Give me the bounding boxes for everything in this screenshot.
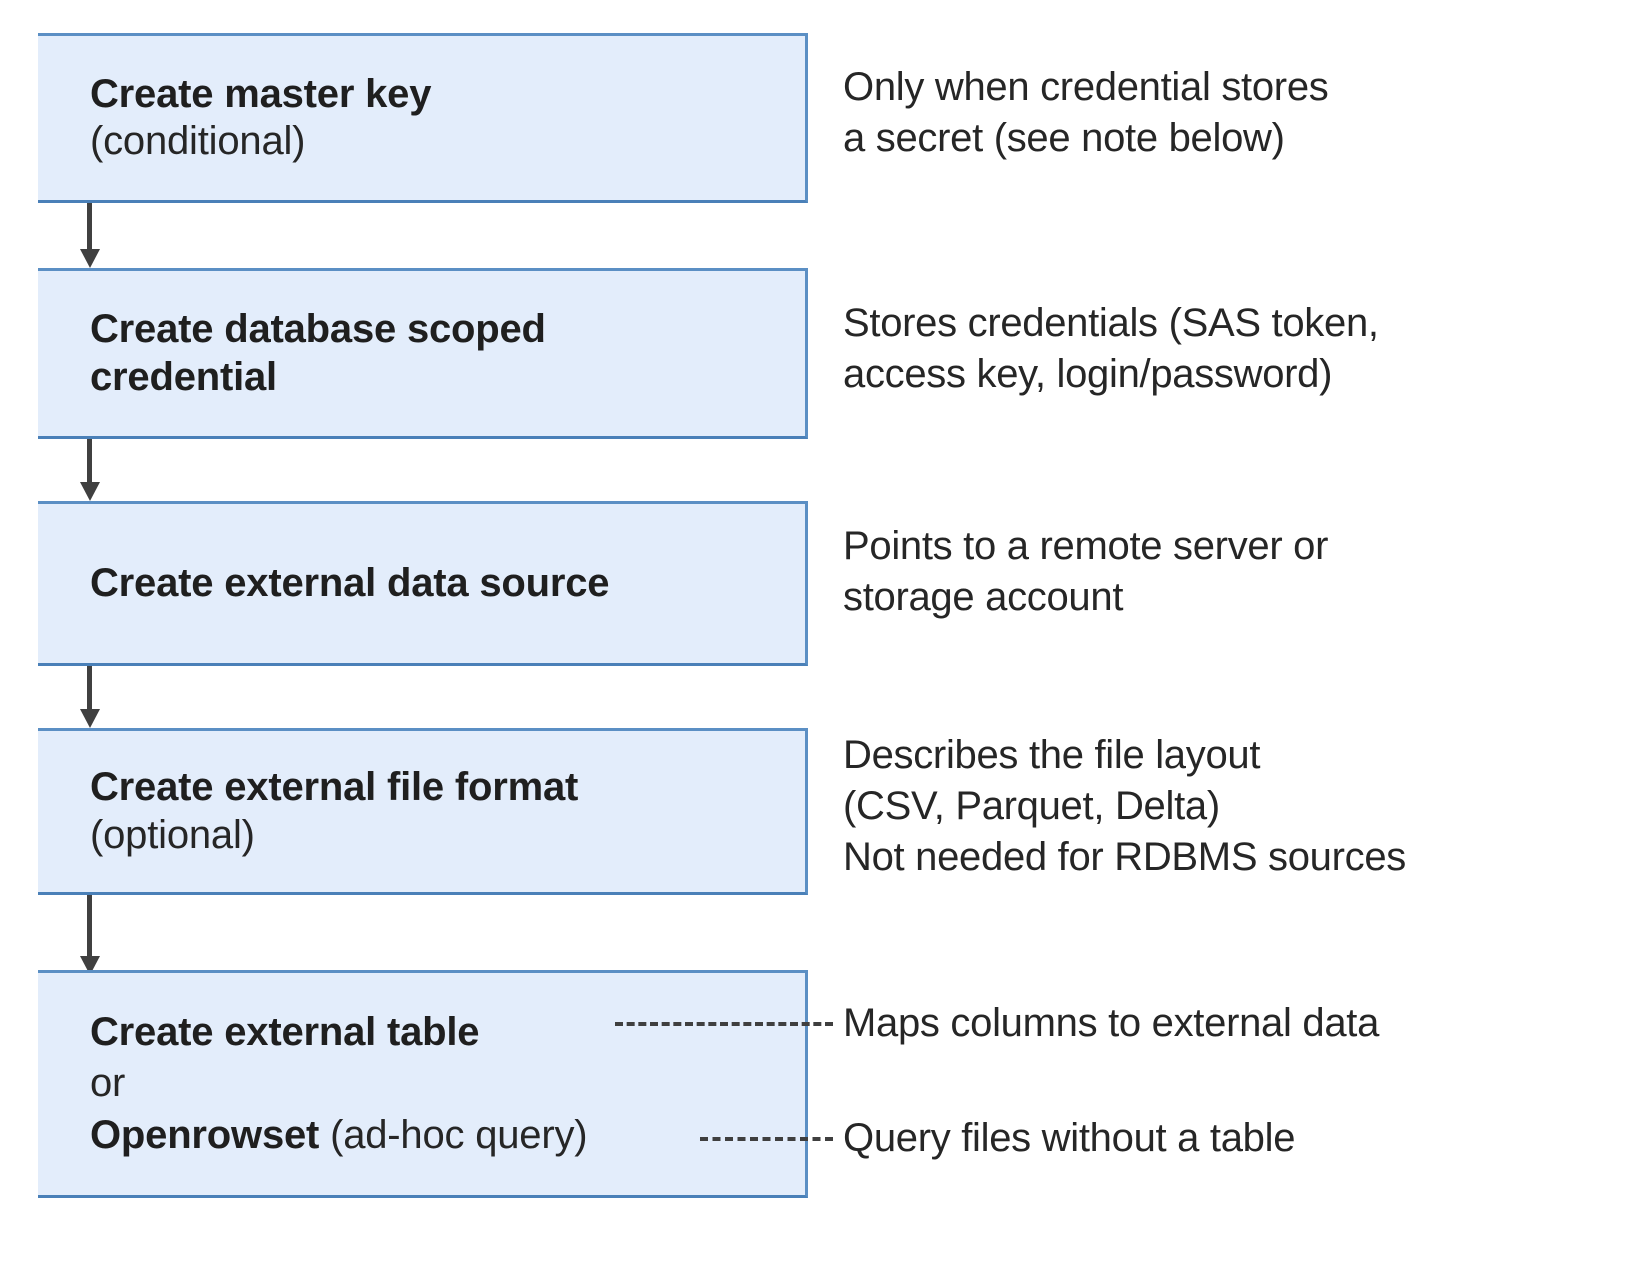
description-openrowset: Query files without a table [843,1113,1295,1164]
step-content: Create master key (conditional) [38,71,805,165]
step-line-create-external-table: Create external table [90,1007,789,1058]
step-content: Create external file format (optional) [38,764,805,858]
description-line: Maps columns to external data [843,1001,1380,1045]
arrow-connector-2 [80,439,100,501]
description-create-external-table: Maps columns to external data [843,998,1379,1049]
arrow-connector-4 [80,895,100,975]
step-title: Create external table [90,1010,480,1055]
arrow-head-icon [80,482,100,501]
step-content: Create external table or Openrowset (ad-… [38,1007,805,1161]
step-content: Create external data source [38,560,805,607]
step-subtitle-openrowset: (ad-hoc query) [319,1112,588,1157]
step-title: Create database scoped [90,307,546,352]
description-line: Points to a remote server or [843,524,1329,568]
step-content: Create database scoped credential [38,306,805,400]
step-title: Create external file format [90,765,579,810]
step-line-or: or [90,1061,126,1106]
arrow-connector-1 [80,203,100,268]
description-line: Only when credential stores [843,65,1329,109]
arrow-shaft [87,203,92,249]
description-line: Query files without a table [843,1116,1296,1160]
step-box-create-external-file-format[interactable]: Create external file format (optional) [38,728,808,895]
description-line: access key, login/password) [843,352,1333,397]
step-subtitle: (conditional) [90,119,306,163]
step-title: Create external data source [90,560,610,605]
description-line: (CSV, Parquet, Delta) [843,784,1220,829]
step-box-create-master-key[interactable]: Create master key (conditional) [38,33,808,203]
step-line-openrowset: Openrowset (ad-hoc query) [90,1110,789,1161]
description-create-external-data-source: Points to a remote server or storage acc… [843,521,1328,623]
dashed-leader-openrowset [700,1137,833,1141]
description-line: Describes the file layout [843,733,1261,777]
description-line: Stores credentials (SAS token, [843,301,1379,345]
arrow-shaft [87,666,92,709]
arrow-head-icon [80,249,100,268]
step-title-openrowset: Openrowset [90,1112,320,1157]
description-create-external-file-format: Describes the file layout (CSV, Parquet,… [843,730,1406,884]
arrow-head-icon [80,709,100,728]
description-create-master-key: Only when credential stores a secret (se… [843,62,1329,164]
step-title-line2: credential [90,354,277,399]
arrow-shaft [87,895,92,956]
description-create-database-scoped-credential: Stores credentials (SAS token, access ke… [843,298,1379,400]
dashed-leader-external-table [615,1022,833,1026]
step-title: Create master key [90,71,432,116]
step-box-create-database-scoped-credential[interactable]: Create database scoped credential [38,268,808,439]
description-line: Not needed for RDBMS sources [843,835,1406,880]
description-line: storage account [843,575,1124,620]
arrow-connector-3 [80,666,100,728]
step-box-create-external-table-or-openrowset[interactable]: Create external table or Openrowset (ad-… [38,970,808,1198]
step-subtitle: (optional) [90,812,255,857]
description-line: a secret (see note below) [843,116,1285,161]
arrow-shaft [87,439,92,482]
step-box-create-external-data-source[interactable]: Create external data source [38,501,808,666]
